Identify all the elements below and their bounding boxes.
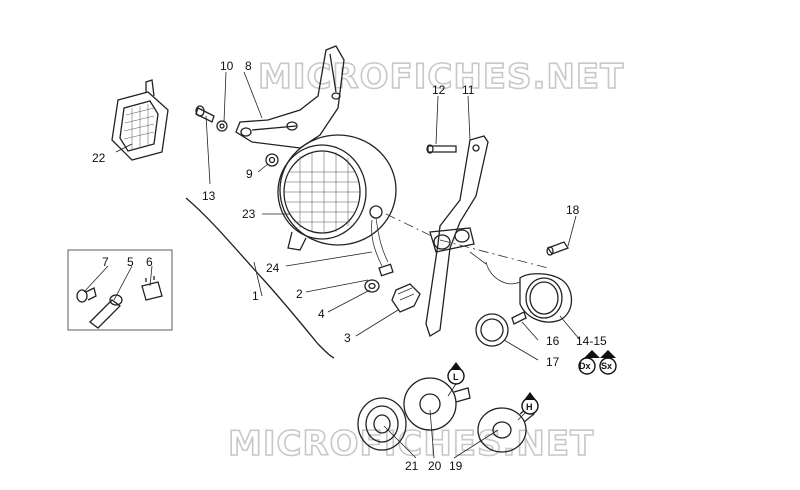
label-part-20: 20 [428,459,442,473]
badge-low-tone: L [447,362,465,385]
label-part-18: 18 [566,203,580,217]
label-part-13: 13 [202,189,216,203]
label-part-5: 5 [127,255,134,269]
connector-drawing [364,263,421,313]
badge-left-side: Sx [599,350,617,375]
badge-dx-text: Dx [579,361,591,371]
label-part-23: 23 [242,207,256,221]
alignment-centerline [385,213,549,269]
label-part-14-15: 14-15 [576,334,607,348]
label-part-11: 11 [462,83,475,97]
label-part-3: 3 [344,331,351,345]
label-part-12: 12 [432,83,446,97]
label-part-9: 9 [246,167,253,181]
label-part-19: 19 [449,459,463,473]
bulb-kit-drawing [67,249,173,331]
bolt-washer-drawing [195,105,279,167]
headlight-bracket-drawing [235,45,345,149]
indicator-drawing [469,241,573,323]
badge-h-text: H [526,402,533,412]
label-part-10: 10 [220,59,234,73]
indicator-lens-drawing [475,311,527,347]
badge-high-tone: H [521,392,539,415]
watermark-bottom: MICROFICHES.NET [228,424,594,464]
label-part-6: 6 [146,255,153,269]
label-part-4: 4 [318,307,325,321]
label-part-22: 22 [92,151,106,165]
label-part-24: 24 [266,261,280,275]
label-part-7: 7 [102,255,109,269]
badge-right-side: Dx [578,350,600,375]
indicator-bracket-drawing [425,135,489,337]
reflector-drawing [111,79,169,161]
badge-sx-text: Sx [601,361,612,371]
badge-l-text: L [453,372,459,382]
label-part-1: 1 [252,289,259,303]
label-part-16: 16 [546,334,560,348]
headlight-drawing [277,134,397,267]
wiring-harness-drawing [185,197,335,359]
label-part-2: 2 [296,287,303,301]
horns-drawing [357,377,535,453]
label-part-21: 21 [405,459,419,473]
label-part-8: 8 [245,59,252,73]
leader-lines [83,71,581,459]
label-part-17: 17 [546,355,560,369]
